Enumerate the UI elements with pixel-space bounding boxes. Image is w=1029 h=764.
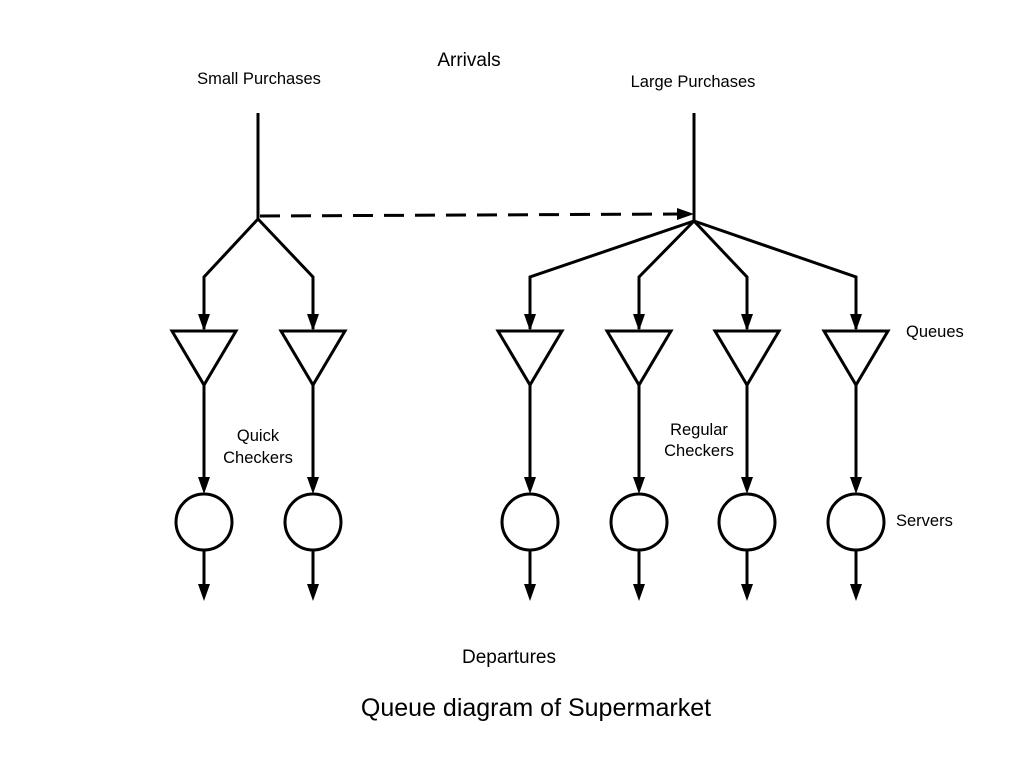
regular-lane-2-branch-line <box>637 219 696 329</box>
servers-label: Servers <box>896 512 953 530</box>
regular-lane-1-branch-line <box>528 219 695 329</box>
quick-lane-1-queue-triangle <box>169 329 239 388</box>
regular-lane-2-queue-arrowhead <box>633 314 645 331</box>
server-circles <box>174 492 886 552</box>
regular-checkers-label-line1: Regular <box>670 421 728 439</box>
queue-routes <box>198 217 862 601</box>
regular-lane-3-queue-triangle <box>712 329 782 388</box>
quick-checkers-label-line2: Checkers <box>223 449 293 467</box>
quick-lane-2-server-circle <box>283 492 343 552</box>
regular-lane-2-server-circle <box>609 492 669 552</box>
regular-checkers-label-line2: Checkers <box>664 442 734 460</box>
departures-label: Departures <box>462 647 556 668</box>
regular-lane-2-queue-triangle <box>604 329 674 388</box>
quick-lane-2-departure-arrowhead <box>307 584 319 601</box>
regular-lane-3-server-circle <box>717 492 777 552</box>
quick-lane-1-server-arrowhead <box>198 477 210 494</box>
regular-lane-3-branch-line <box>692 219 749 329</box>
overflow-arrowhead <box>677 208 694 220</box>
regular-lane-1-departure-arrowhead <box>524 584 536 601</box>
regular-lane-1-queue-triangle <box>495 329 565 388</box>
quick-lane-2-queue-arrowhead <box>307 314 319 331</box>
regular-lane-1-queue-arrowhead <box>524 314 536 331</box>
arrivals-label: Arrivals <box>437 50 500 71</box>
quick-lane-1-queue-arrowhead <box>198 314 210 331</box>
regular-lane-4-server-circle <box>826 492 886 552</box>
regular-lane-3-server-arrowhead <box>741 477 753 494</box>
regular-lane-3-departure-arrowhead <box>741 584 753 601</box>
quick-lane-1-branch-line <box>202 217 260 329</box>
queue-triangles <box>169 329 891 388</box>
queues-label: Queues <box>906 323 964 341</box>
regular-lane-4-server-arrowhead <box>850 477 862 494</box>
quick-lane-1-departure-arrowhead <box>198 584 210 601</box>
quick-lane-2-server-arrowhead <box>307 477 319 494</box>
regular-lane-2-departure-arrowhead <box>633 584 645 601</box>
regular-lane-4-queue-arrowhead <box>850 314 862 331</box>
quick-lane-2-branch-line <box>256 217 315 329</box>
diagram-caption: Queue diagram of Supermarket <box>361 694 711 722</box>
regular-lane-1-server-circle <box>500 492 560 552</box>
regular-lane-3-queue-arrowhead <box>741 314 753 331</box>
regular-lane-2-server-arrowhead <box>633 477 645 494</box>
quick-checkers-label-line1: Quick <box>237 427 280 445</box>
regular-lane-4-branch-line <box>693 219 858 329</box>
small-purchases-label: Small Purchases <box>197 70 321 88</box>
regular-lane-4-departure-arrowhead <box>850 584 862 601</box>
quick-lane-2-queue-triangle <box>278 329 348 388</box>
overflow-dashed-arrow <box>259 212 680 218</box>
regular-lane-1-server-arrowhead <box>524 477 536 494</box>
quick-lane-1-server-circle <box>174 492 234 552</box>
large-purchases-label: Large Purchases <box>631 73 756 91</box>
regular-lane-4-queue-triangle <box>821 329 891 388</box>
